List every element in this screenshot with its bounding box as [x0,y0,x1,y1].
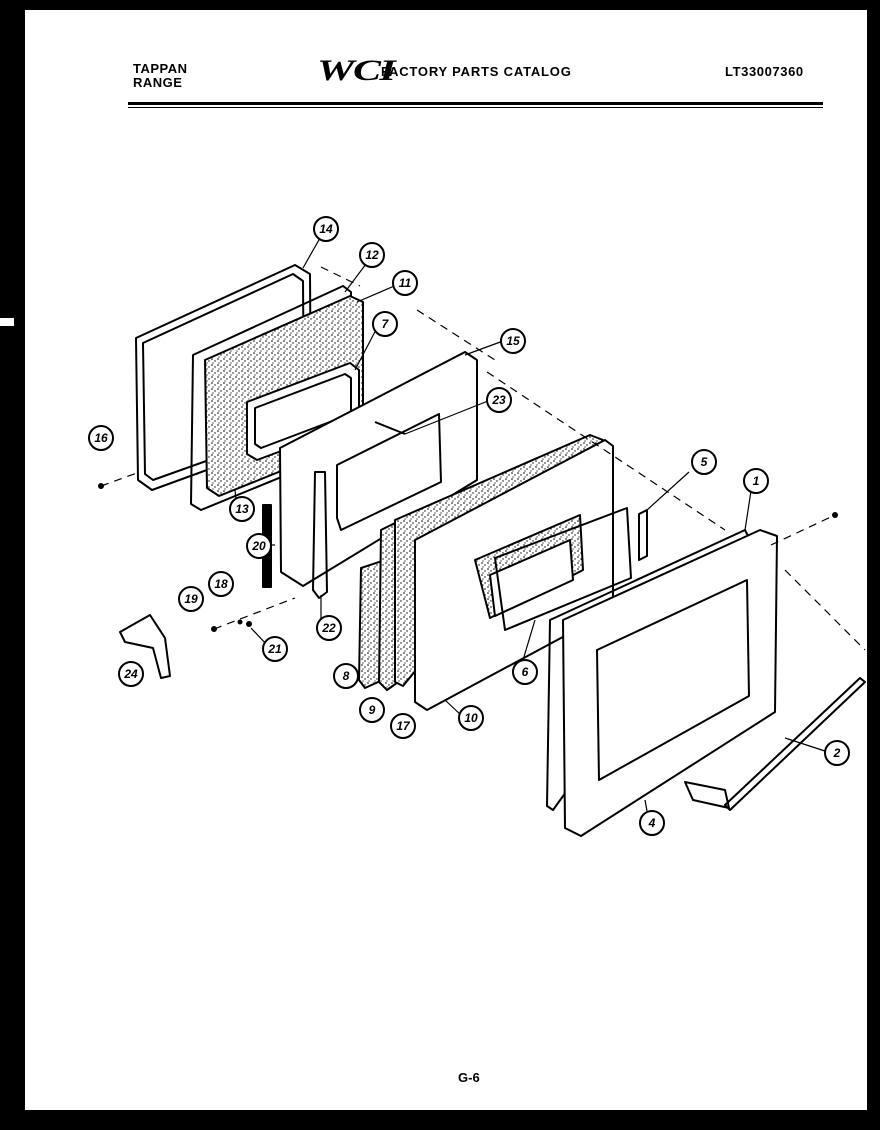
callout-10: 10 [458,705,484,731]
svg-text:5: 5 [701,455,708,469]
svg-text:17: 17 [396,719,411,733]
svg-text:1: 1 [753,474,760,488]
svg-text:6: 6 [522,665,529,679]
assembly-lines [100,266,866,651]
callout-24: 24 [118,661,144,687]
exploded-oven-door-diagram: 14 12 11 7 15 23 16 13 20 18 19 24 21 22… [88,216,866,837]
svg-text:13: 13 [235,502,249,516]
callout-11: 11 [392,270,418,296]
callout-15: 15 [500,328,526,354]
edge-mark [0,318,14,326]
model-number: LT33007360 [725,64,804,79]
svg-text:14: 14 [319,222,333,236]
callout-19: 19 [178,586,204,612]
callout-16-left: 16 [88,425,114,451]
callout-4: 4 [639,810,665,836]
wci-logo: WCI [317,54,396,87]
part-10-outer-panel [414,439,614,711]
callout-6: 6 [512,659,538,685]
callout-20: 20 [246,533,272,559]
header-rule [128,102,823,105]
part-18-screw [237,619,243,625]
svg-text:12: 12 [365,248,379,262]
part-23-rod [374,421,406,435]
callout-17: 17 [390,713,416,739]
svg-text:8: 8 [343,669,350,683]
product-type: RANGE [133,75,183,90]
parts-diagram-sheet: TAPPAN RANGE WCI FACTORY PARTS CATALOG L… [25,10,867,1110]
svg-text:4: 4 [648,816,656,830]
svg-text:7: 7 [382,317,390,331]
callout-7: 7 [372,311,398,337]
catalog-title: FACTORY PARTS CATALOG [381,64,572,79]
svg-text:24: 24 [123,667,138,681]
callout-18: 18 [208,571,234,597]
callout-9: 9 [359,697,385,723]
callout-12: 12 [359,242,385,268]
svg-text:15: 15 [506,334,520,348]
svg-text:10: 10 [464,711,478,725]
brand-label: TAPPAN RANGE [133,62,188,90]
callout-1: 1 [743,468,769,494]
part-24-bracket [119,614,171,679]
svg-text:22: 22 [321,621,336,635]
svg-text:2: 2 [833,746,841,760]
svg-text:21: 21 [267,642,282,656]
part-15-inner-panel [279,351,478,587]
callout-8: 8 [333,663,359,689]
part-6-glass [494,507,632,631]
callout-21: 21 [262,636,288,662]
svg-text:20: 20 [251,539,266,553]
part-callouts: 14 12 11 7 15 23 16 13 20 18 19 24 21 22… [88,216,850,836]
callout-22: 22 [316,615,342,641]
callout-14: 14 [313,216,339,242]
part-22-bracket [312,471,328,599]
callout-13: 13 [229,496,255,522]
brand-name: TAPPAN [133,61,188,76]
svg-text:9: 9 [369,703,376,717]
callout-2: 2 [824,740,850,766]
callout-5: 5 [691,449,717,475]
svg-text:18: 18 [214,577,228,591]
part-5-clip [638,509,648,561]
svg-text:16: 16 [94,431,108,445]
part-2-handle [684,677,866,811]
part-21-screw [246,621,252,627]
svg-text:23: 23 [491,393,506,407]
header-rule-thin [128,107,823,108]
page-number: G-6 [458,1070,480,1085]
svg-text:11: 11 [399,276,412,290]
svg-text:19: 19 [184,592,198,606]
callout-23: 23 [486,387,512,413]
part-4-outer-door [562,529,778,837]
